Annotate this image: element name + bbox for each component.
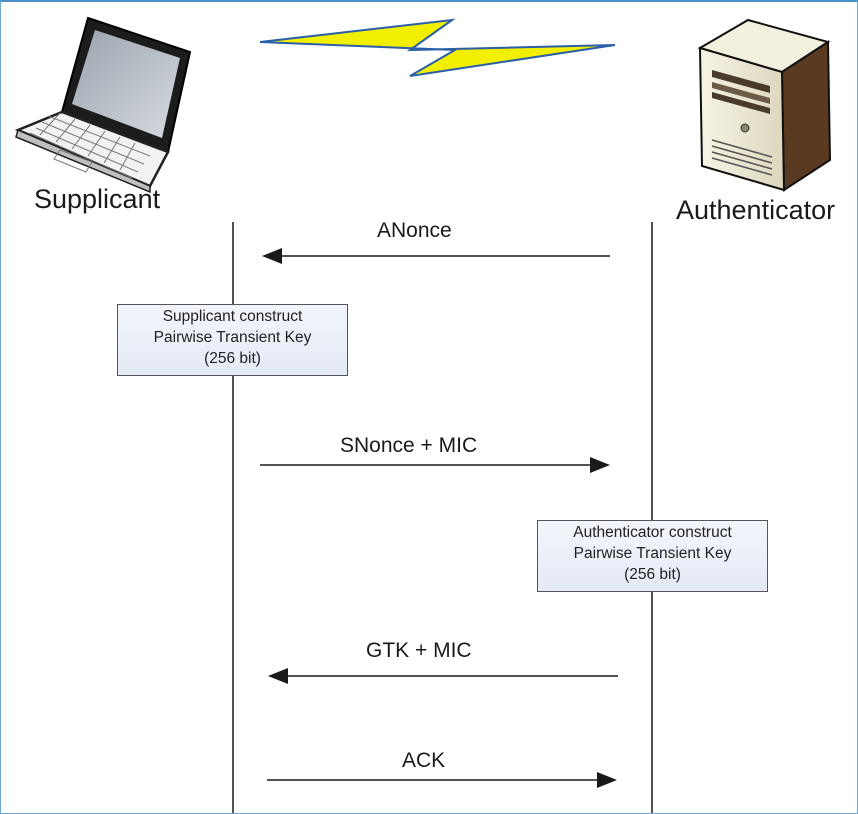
note-line: Pairwise Transient Key — [573, 545, 732, 562]
note-line: (256 bit) — [624, 566, 681, 583]
arrow-ack — [267, 772, 617, 788]
authenticator-label: Authenticator — [676, 195, 836, 225]
message-label-anonce: ANonce — [377, 219, 452, 242]
note-line: (256 bit) — [204, 350, 261, 367]
note-line: Supplicant construct — [162, 308, 303, 325]
message-label-ack: ACK — [402, 749, 446, 772]
arrow-anonce — [262, 248, 610, 264]
laptop-icon — [14, 16, 192, 194]
lightning-bolt-icon — [259, 18, 616, 77]
note-box-authenticator-ptk: Authenticator construct Pairwise Transie… — [537, 520, 768, 592]
message-label-gtk-mic: GTK + MIC — [366, 639, 472, 662]
note-line: Pairwise Transient Key — [153, 329, 312, 346]
note-line: Authenticator construct — [573, 524, 732, 541]
arrow-snonce-mic — [260, 457, 610, 473]
message-label-snonce-mic: SNonce + MIC — [340, 434, 478, 457]
supplicant-label: Supplicant — [34, 184, 161, 214]
server-icon — [697, 18, 832, 192]
arrow-gtk-mic — [268, 668, 618, 684]
note-box-supplicant-ptk: Supplicant construct Pairwise Transient … — [117, 304, 348, 376]
